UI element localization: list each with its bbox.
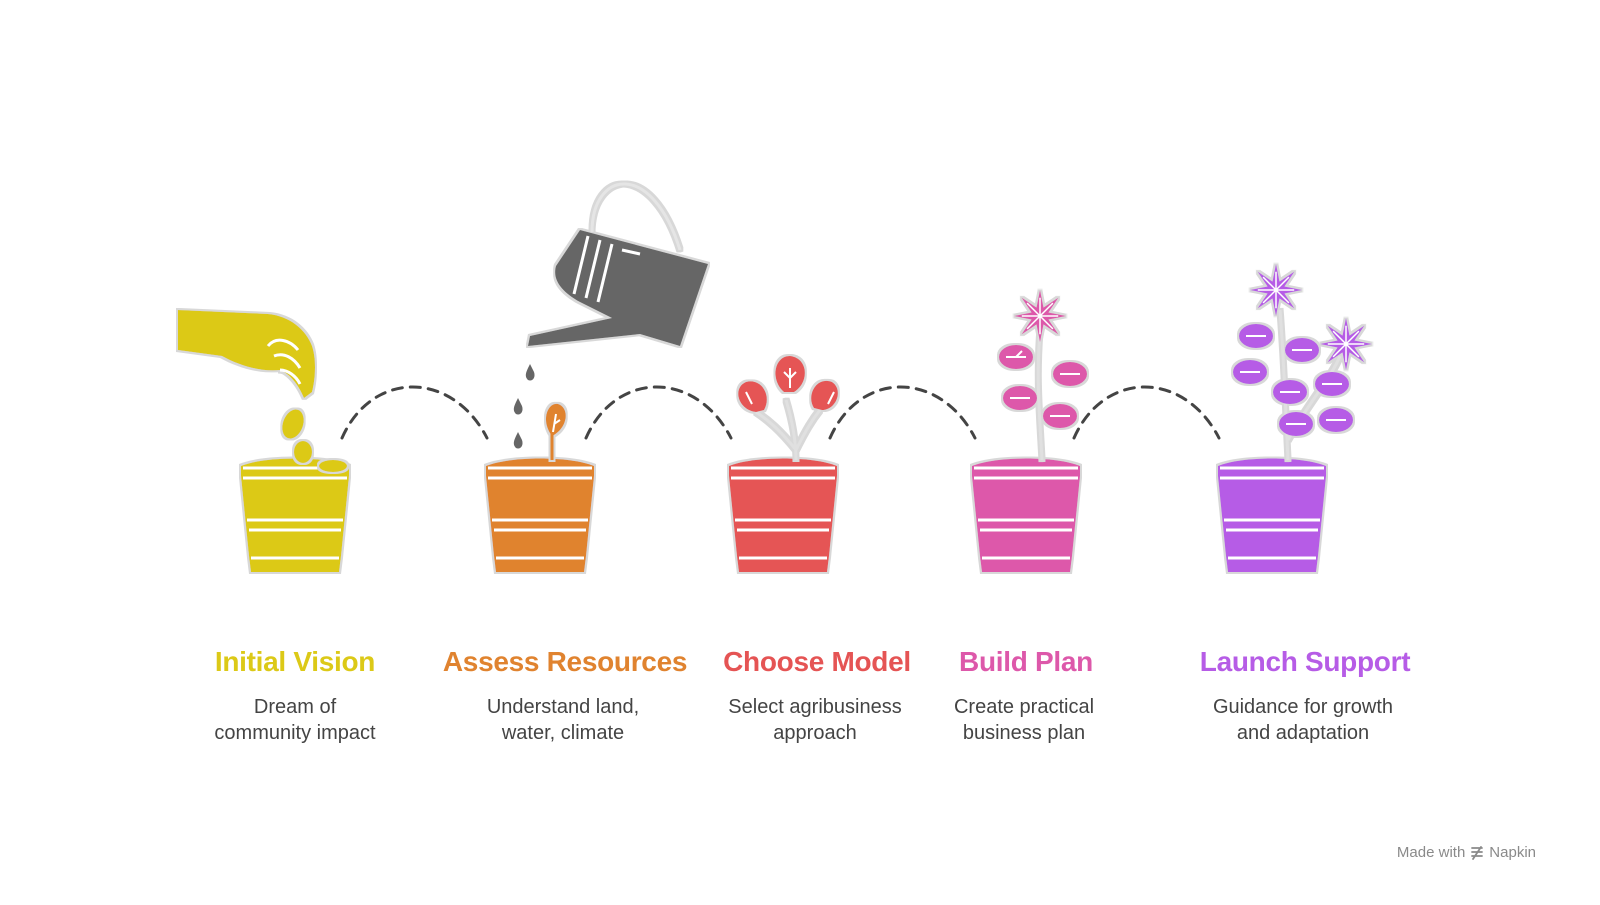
footer-brand: Napkin [1489, 844, 1536, 861]
watering-can-icon [528, 182, 708, 346]
seed-icon [282, 409, 347, 472]
flower-icon [1320, 318, 1372, 370]
flower-icon [1014, 290, 1066, 342]
napkin-logo-icon [1471, 845, 1484, 860]
pot-icon [1218, 458, 1326, 572]
step-4-description-line-2: business plan [962, 722, 1086, 744]
step-1-description: Dream of community impact [165, 694, 425, 746]
leaf-icon [811, 380, 838, 410]
water-drop-icon [513, 364, 535, 449]
flower-icon [1233, 264, 1372, 461]
connectors [340, 385, 1221, 440]
step-2-description-line-1: Understand land, [486, 696, 640, 718]
step-3-description-line-1: Select agribusiness [728, 696, 902, 718]
connector-4-5 [1072, 385, 1221, 440]
step-4-description-line-1: Create practical [953, 696, 1095, 718]
step-2-title: Assess Resources [442, 646, 688, 677]
pot-icon [241, 458, 349, 572]
pot-icon [486, 458, 594, 572]
pot-icon [972, 458, 1080, 572]
step-5-description-line-1: Guidance for growth [1212, 696, 1394, 718]
flower-icon [1250, 264, 1302, 316]
sprout-icon [738, 356, 838, 461]
connector-2-3 [584, 385, 733, 440]
step-5-description-line-2: and adaptation [1236, 722, 1370, 744]
step-3-title: Choose Model [723, 646, 911, 677]
flower-icon [999, 290, 1087, 461]
step-1-title: Initial Vision [214, 646, 376, 677]
hand-icon [178, 310, 315, 398]
connector-1-2 [340, 385, 489, 440]
made-with-napkin-badge[interactable]: Made with Napkin [1397, 844, 1536, 861]
footer-prefix: Made with [1396, 844, 1466, 861]
step-3-description: Select agribusiness approach [685, 694, 945, 746]
pots [241, 458, 1326, 572]
leaf-icon [738, 381, 767, 412]
step-5-title: Launch Support [1199, 646, 1411, 677]
step-3-description-line-2: approach [773, 722, 857, 744]
step-4-title: Build Plan [959, 646, 1093, 677]
connector-3-4 [828, 385, 977, 440]
step-2-description: Understand land, water, climate [433, 694, 693, 746]
step-5-description: Guidance for growth and adaptation [1173, 694, 1433, 746]
pot-icon [729, 458, 837, 572]
step-1-description-line-1: Dream of [253, 696, 337, 718]
step-2-description-line-2: water, climate [501, 722, 625, 744]
sprout-icon [545, 403, 566, 460]
step-4-description: Create practical business plan [894, 694, 1154, 746]
step-1-description-line-2: community impact [214, 722, 376, 744]
